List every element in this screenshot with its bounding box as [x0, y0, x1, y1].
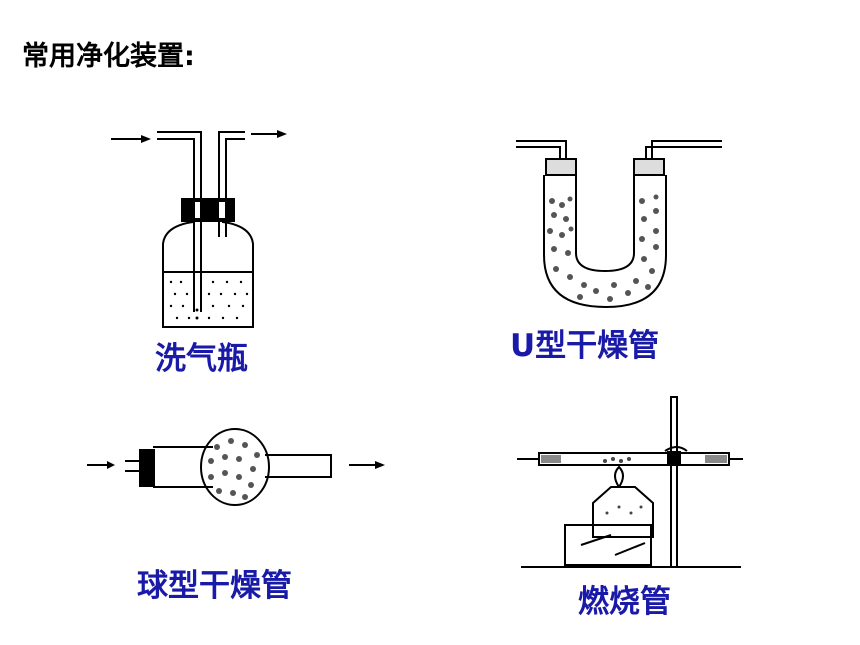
device-label-bulb-drying-tube: 球型干燥管: [137, 568, 292, 604]
combustion-tube-diagram: [517, 396, 743, 568]
page-title: 常用净化装置:: [22, 41, 195, 72]
u-drying-tube-diagram: [516, 140, 722, 309]
device-label-combustion-tube: 燃烧管: [578, 584, 671, 620]
device-label-u-drying-tube: U型干燥管: [510, 328, 660, 364]
gas-washing-bottle-diagram: [111, 130, 287, 328]
bulb-drying-tube-diagram: [87, 428, 385, 506]
device-label-gas-washing-bottle: 洗气瓶: [155, 341, 248, 377]
